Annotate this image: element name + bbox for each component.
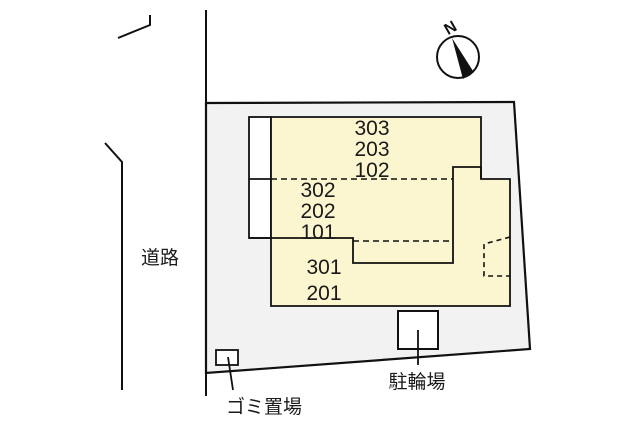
unit-label: 203 xyxy=(354,138,389,161)
building xyxy=(248,116,511,307)
unit-label: 201 xyxy=(306,282,341,305)
unit-label: 102 xyxy=(354,159,389,182)
road-label: 道路 xyxy=(141,247,179,269)
balcony-strip xyxy=(248,116,272,239)
road-edge-lines xyxy=(104,10,207,396)
unit-label: 202 xyxy=(300,200,335,223)
garbage-area-label: ゴミ置場 xyxy=(226,396,302,418)
bicycle-parking-label: 駐輪場 xyxy=(388,371,445,393)
unit-label: 301 xyxy=(306,256,341,279)
unit-label: 101 xyxy=(300,221,335,244)
unit-label: 303 xyxy=(354,117,389,140)
building-body xyxy=(249,116,511,307)
bicycle-parking: 駐輪場 xyxy=(388,310,446,393)
garbage-area: ゴミ置場 xyxy=(215,349,302,418)
unit-labels: 303 203 102 302 202 101 301 201 xyxy=(300,117,389,305)
north-arrow-icon: N xyxy=(436,18,480,79)
unit-label: 302 xyxy=(300,179,335,202)
